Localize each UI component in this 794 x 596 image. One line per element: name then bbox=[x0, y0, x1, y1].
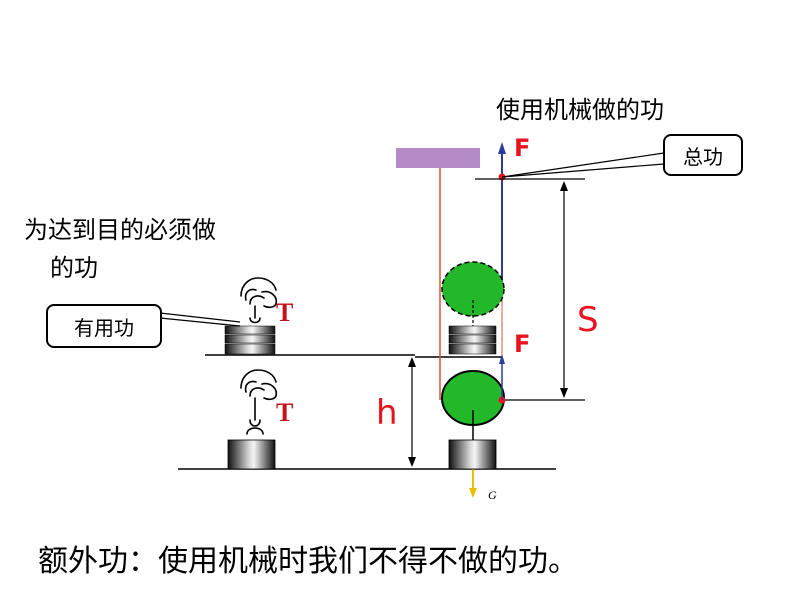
force-label-top: F bbox=[514, 134, 531, 162]
useful-work-callout: 有用功 bbox=[46, 304, 162, 348]
h-arrow-up bbox=[408, 357, 416, 367]
useful-work-pointer-2 bbox=[159, 317, 241, 327]
callout-pointer-1 bbox=[501, 152, 665, 178]
weight-stack-icon-top bbox=[224, 325, 276, 355]
hand-icon-top bbox=[240, 277, 278, 324]
useful-work-description-line2: 的功 bbox=[50, 254, 98, 282]
gravity-label: G bbox=[488, 488, 497, 502]
weight-stack-icon-middle bbox=[448, 325, 497, 355]
height-h-label: h bbox=[376, 393, 398, 433]
ceiling-support-icon bbox=[396, 148, 480, 168]
weight-icon-bottom-right bbox=[448, 439, 497, 470]
s-arrow-up bbox=[560, 181, 568, 191]
force-arrowhead-top bbox=[498, 142, 506, 154]
callout-pointer-2 bbox=[501, 163, 665, 178]
force-arrowhead-mid bbox=[499, 354, 505, 364]
tension-label-bottom: T bbox=[276, 398, 294, 427]
total-work-callout: 总功 bbox=[663, 134, 743, 176]
hand-icon-bottom bbox=[240, 369, 278, 435]
distance-s-label: S bbox=[577, 300, 599, 340]
force-label-mid: F bbox=[514, 330, 531, 358]
useful-work-pointer-1 bbox=[159, 312, 241, 323]
tension-label-top: T bbox=[276, 298, 294, 327]
useful-work-description-line1: 为达到目的必须做 bbox=[24, 216, 216, 244]
s-arrow-down bbox=[560, 388, 568, 398]
extra-work-definition: 额外功：使用机械时我们不得不做的功。 bbox=[38, 544, 578, 579]
gravity-arrowhead bbox=[469, 488, 477, 498]
movable-pulley-icon-start bbox=[441, 261, 505, 317]
weight-icon-bottom-left bbox=[227, 439, 276, 470]
total-work-description: 使用机械做的功 bbox=[496, 96, 664, 124]
h-arrow-down bbox=[408, 457, 416, 467]
